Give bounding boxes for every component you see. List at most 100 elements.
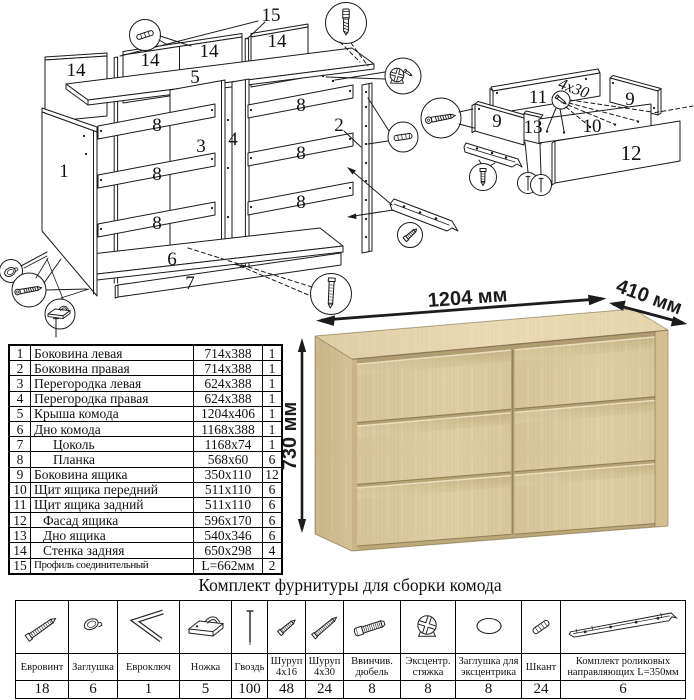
hardware-item-label: Ввинчив. дюбель bbox=[343, 653, 401, 681]
hardware-item-qty: 5 bbox=[179, 680, 232, 699]
hardware-item-qty: 8 bbox=[343, 680, 401, 699]
part-label-4: 4 bbox=[228, 129, 238, 150]
drawer-rail-icon bbox=[463, 142, 523, 168]
part-label-11: 11 bbox=[529, 87, 547, 108]
photo-drawer-right-3 bbox=[514, 463, 656, 534]
hardware-item-qty: 6 bbox=[560, 680, 686, 699]
callout-euro-screw-side bbox=[11, 255, 88, 308]
dimension-height: 730 мм bbox=[279, 338, 307, 533]
hardware-item-qty: 24 bbox=[305, 680, 344, 699]
top-panel-5 bbox=[65, 47, 375, 106]
hardware-item-qty: 8 bbox=[400, 680, 456, 699]
euro-screw-icon bbox=[24, 617, 57, 642]
part-label-8-r1: 8 bbox=[296, 95, 306, 116]
photo-drawer-right-1 bbox=[514, 336, 656, 409]
hardware-item-label: Шуруп 4х16 bbox=[267, 653, 306, 681]
rail-8-right-2 bbox=[247, 132, 354, 167]
hardware-qty-row: 18 6 1 5 100 48 24 8 8 8 24 6 bbox=[15, 680, 686, 699]
cam-cap-icon bbox=[475, 617, 502, 635]
hardware-item-qty: 24 bbox=[521, 680, 561, 699]
photo-drawer-left-1 bbox=[356, 349, 512, 422]
part-label-14a: 14 bbox=[67, 60, 87, 81]
hardware-item-label: Заглушка для эксцентрика bbox=[455, 653, 522, 681]
side-panel-1 bbox=[41, 107, 98, 297]
nail-icon bbox=[246, 610, 253, 645]
callout-nails bbox=[517, 141, 552, 196]
photo-drawer-left-3 bbox=[356, 474, 512, 546]
part-labels: 15 14 14 14 14 5 1 3 4 8 8 8 8 8 8 6 7 2… bbox=[59, 5, 641, 294]
drawer-exploded-diagram bbox=[420, 68, 694, 196]
part-label-14b: 14 bbox=[141, 50, 161, 71]
cap-icon bbox=[83, 618, 103, 631]
rail-8-left-2 bbox=[97, 152, 216, 189]
hardware-kit-title: Комплект фурнитуры для сборки комода bbox=[198, 575, 502, 595]
photo-drawer-left-2 bbox=[356, 412, 512, 484]
cabinet-rail-icon bbox=[389, 198, 459, 232]
carcass-exploded-diagram bbox=[0, 2, 459, 338]
part-label-6: 6 bbox=[167, 249, 177, 270]
hardware-item-label: Ножка bbox=[179, 653, 232, 681]
hex-key-icon bbox=[129, 609, 164, 643]
product-photo bbox=[314, 308, 669, 552]
hardware-icons-row bbox=[15, 600, 686, 654]
hardware-item-label: Шуруп 4х30 bbox=[305, 653, 344, 681]
rail-8-right-1 bbox=[247, 84, 354, 119]
callout-screw-4x30 bbox=[477, 77, 694, 134]
part-label-2: 2 bbox=[334, 115, 344, 136]
photo-drawers bbox=[356, 336, 656, 546]
drawer-side-panel-9-left bbox=[471, 101, 528, 146]
threaded-dowel-icon bbox=[353, 620, 386, 637]
hardware-item-qty: 48 bbox=[267, 680, 306, 699]
hardware-labels-row: Евровинт Заглушка Евроключ Ножка Гвоздь … bbox=[15, 653, 686, 681]
hardware-item-label: Евроключ bbox=[117, 653, 180, 681]
wooden-dowel-icon bbox=[531, 619, 550, 635]
callout-cap bbox=[0, 251, 48, 283]
part-label-14d: 14 bbox=[268, 31, 288, 52]
part-label-5: 5 bbox=[190, 67, 200, 88]
leader-line bbox=[343, 130, 362, 148]
hardware-item-qty: 100 bbox=[231, 680, 268, 699]
callout-euro-screw-bottom bbox=[187, 247, 352, 315]
plinth-panel-7 bbox=[114, 252, 342, 299]
rail-position-arrows bbox=[347, 167, 394, 219]
callout-dowel-side bbox=[367, 97, 419, 153]
drawer-slide-icon bbox=[568, 612, 679, 638]
callout-cam-lock bbox=[325, 57, 422, 95]
part-label-8-l2: 8 bbox=[152, 164, 162, 185]
part-label-15: 15 bbox=[262, 5, 281, 26]
part-label-8-r3: 8 bbox=[296, 192, 306, 213]
callout-threaded-dowel bbox=[325, 2, 369, 67]
part-label-1: 1 bbox=[59, 161, 69, 182]
hardware-table: Евровинт Заглушка Евроключ Ножка Гвоздь … bbox=[15, 600, 686, 699]
hardware-item-qty: 1 bbox=[117, 680, 180, 699]
screw-small-icon bbox=[276, 619, 296, 637]
part-label-14c: 14 bbox=[200, 41, 220, 62]
hardware-item-label: Комплект роликовых направляющих L=350мм bbox=[560, 653, 686, 681]
rail-8-left-3 bbox=[97, 201, 216, 238]
nail-under-foot bbox=[52, 317, 60, 338]
hardware-item-label: Эксцентр. стяжка bbox=[400, 653, 456, 681]
part-label-9-left: 9 bbox=[492, 111, 502, 132]
photo-drawer-right-2 bbox=[514, 399, 656, 471]
callout-foot bbox=[44, 258, 90, 338]
dimension-width: 1204 мм bbox=[316, 284, 607, 326]
callout-dowel-top bbox=[129, 19, 192, 51]
cam-lock-icon bbox=[417, 615, 437, 637]
part-label-3: 3 bbox=[196, 136, 206, 157]
callout-rail-screw bbox=[397, 222, 423, 248]
